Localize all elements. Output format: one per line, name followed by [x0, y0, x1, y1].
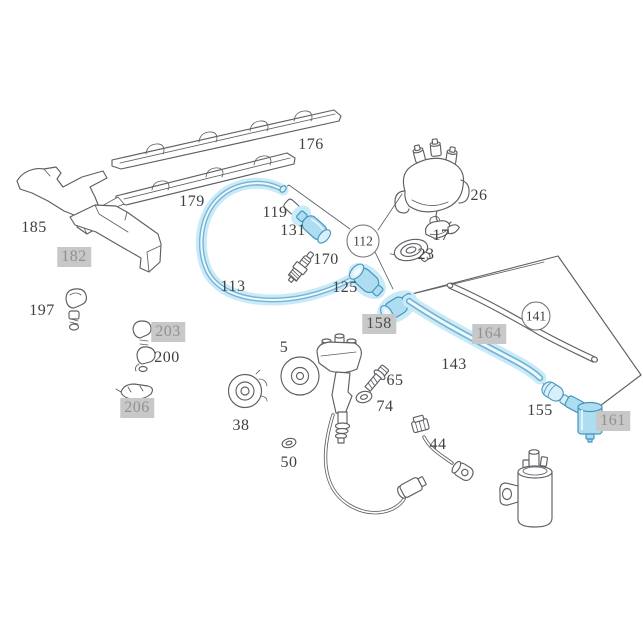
part-number-113[interactable]: 113	[220, 278, 246, 295]
part-number-200[interactable]: 200	[154, 349, 180, 366]
part-number-23[interactable]: 23	[417, 246, 435, 263]
part-number-125[interactable]: 125	[332, 279, 358, 296]
part-drawing-clip-206	[115, 383, 154, 400]
part-number-203[interactable]: 203	[151, 322, 185, 342]
part-number-179[interactable]: 179	[179, 193, 205, 210]
part-number-131[interactable]: 131	[280, 222, 306, 239]
part-number-170[interactable]: 170	[313, 251, 339, 268]
part-drawing-bolt-65	[364, 364, 390, 392]
part-drawing-washer-74	[355, 390, 373, 404]
assembly-callout-141[interactable]: 141	[521, 301, 551, 331]
part-number-155[interactable]: 155	[527, 402, 553, 419]
part-number-185[interactable]: 185	[21, 219, 47, 236]
part-number-26[interactable]: 26	[470, 187, 488, 204]
part-drawing-distributor-cap-26	[394, 138, 470, 226]
part-drawing-engine-panel	[395, 255, 642, 413]
part-number-176[interactable]: 176	[298, 136, 324, 153]
part-number-50[interactable]: 50	[280, 454, 298, 471]
part-drawing-ignition-coil	[499, 449, 553, 528]
part-drawing-dust-cover-23	[389, 238, 431, 263]
part-number-17[interactable]: 17	[432, 227, 450, 244]
part-drawing-seal-50	[281, 437, 297, 449]
part-number-65[interactable]: 65	[386, 372, 404, 389]
part-drawing-elbow-connector-161	[564, 395, 603, 443]
part-drawing-38	[227, 369, 268, 409]
part-number-74[interactable]: 74	[376, 398, 394, 415]
assembly-callout-112[interactable]: 112	[346, 224, 380, 258]
part-number-158[interactable]: 158	[362, 314, 396, 334]
part-number-161[interactable]: 161	[596, 411, 630, 431]
part-drawing-cover-182	[69, 204, 162, 273]
part-drawing-sensor-cable-44	[411, 414, 474, 482]
part-drawing-connector-sleeve-131	[291, 205, 332, 244]
part-drawing-clip-200	[135, 346, 156, 373]
part-number-197[interactable]: 197	[29, 302, 55, 319]
part-number-206[interactable]: 206	[120, 398, 154, 418]
part-drawing-distributor-5	[280, 333, 427, 515]
part-number-38[interactable]: 38	[232, 417, 250, 434]
part-number-5[interactable]: 5	[279, 339, 289, 356]
part-number-119[interactable]: 119	[262, 204, 288, 221]
part-drawing-cable-duct-179	[101, 152, 296, 213]
part-drawing-clamp-197	[65, 288, 88, 331]
part-number-44[interactable]: 44	[429, 436, 447, 453]
part-drawing-ignition-cable-113	[201, 183, 352, 300]
part-drawing-cable-duct-176	[111, 109, 342, 170]
part-number-143[interactable]: 143	[441, 356, 467, 373]
part-drawing-spark-plug-170	[287, 251, 315, 283]
part-drawing-rotor-17	[424, 216, 460, 239]
part-number-182[interactable]: 182	[57, 247, 91, 267]
part-drawing-elbow-connector-125	[348, 262, 386, 300]
part-number-164[interactable]: 164	[472, 324, 506, 344]
